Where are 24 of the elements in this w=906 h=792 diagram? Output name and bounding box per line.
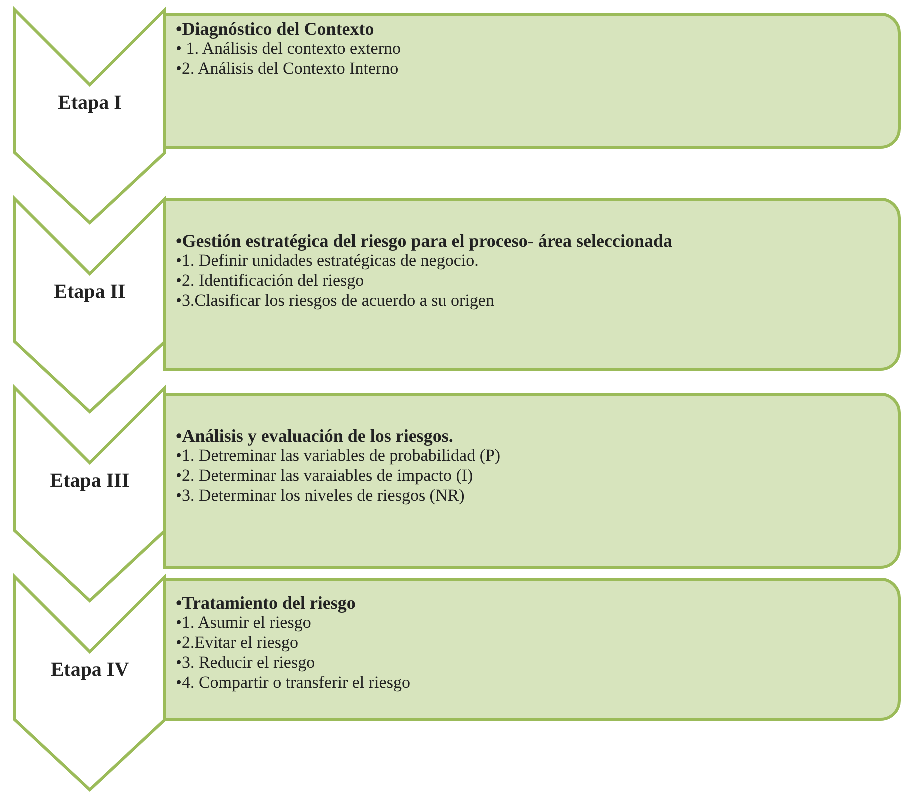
stage-label: Etapa IV [50,659,130,682]
stage-label: Etapa I [58,92,122,115]
step-heading: •Gestión estratégica del riesgo para el proceso- área seleccionada [176,231,674,251]
step-item: •2. Análisis del Contexto Interno [176,59,400,79]
step-item: •3.Clasificar los riesgos de acuerdo a su origen [176,291,496,311]
step-item: •3. Determinar los niveles de riesgos (NR) [176,486,466,506]
step-item: •3. Reducir el riesgo [176,653,316,673]
step-box [163,13,901,149]
stage-label: Etapa III [50,470,130,493]
stage-label: Etapa II [54,281,126,304]
step-item: •2. Determinar las varaiables de impacto (I) [176,466,474,486]
step-heading: •Tratamiento del riesgo [176,593,357,613]
step-item: •1. Definir unidades estratégicas de negocio. [176,251,480,271]
step-item: •1. Detreminar las variables de probabilidad (P) [176,446,502,466]
step-item: •2.Evitar el riesgo [176,633,300,653]
step-box [163,393,901,569]
step-item: • 1. Análisis del contexto externo [176,39,402,59]
step-heading: •Diagnóstico del Contexto [176,19,376,39]
step-item: •1. Asumir el riesgo [176,613,312,633]
step-item: •2. Identificación del riesgo [176,271,366,291]
step-item: •4. Compartir o transferir el riesgo [176,673,412,693]
step-heading: •Análisis y evaluación de los riesgos. [176,426,454,446]
step-box [163,198,901,371]
step-box [163,578,901,721]
